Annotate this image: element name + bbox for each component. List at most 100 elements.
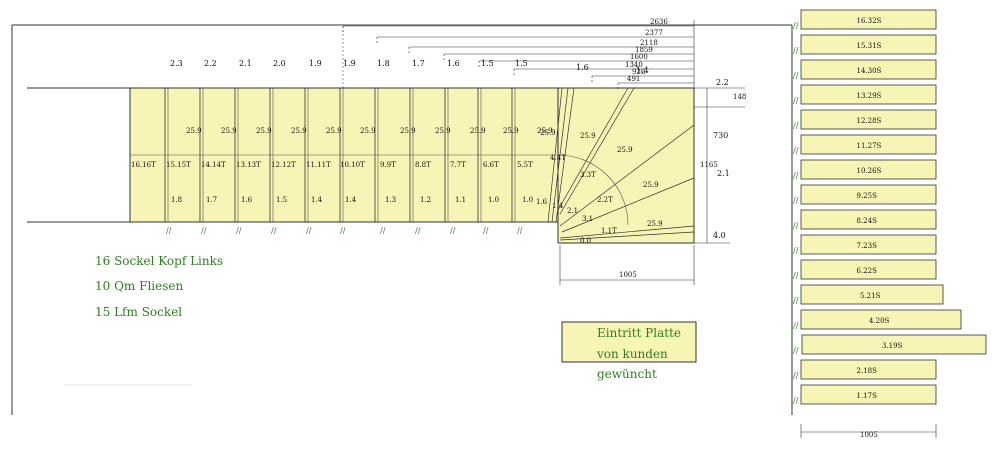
- side-green-mark: //: [793, 371, 799, 380]
- step-label-bottom: 1.6: [241, 196, 253, 204]
- winder-sub-3: 3.1: [582, 215, 593, 223]
- side-green-mark: //: [793, 96, 799, 105]
- side-board: [800, 159, 937, 180]
- side-green-mark: //: [793, 171, 799, 180]
- side-board: [800, 34, 937, 55]
- winder-line: [559, 225, 695, 239]
- winder-line: [559, 231, 695, 241]
- step-label-bottom: 1.3: [385, 196, 396, 204]
- side-board-label: 1.17S: [857, 392, 878, 400]
- step-label-top: 9.9T: [380, 161, 396, 169]
- side-board: [800, 359, 937, 380]
- winder-line: [557, 87, 629, 211]
- step-label-top: 14.14T: [201, 161, 226, 169]
- green-mark: //: [517, 226, 523, 235]
- top-label: 1.4: [636, 66, 649, 75]
- side-board: [800, 109, 937, 130]
- winder-tread-2: 25.9: [580, 132, 596, 140]
- step-label-bottom: 1.7: [206, 196, 217, 204]
- step-label-bottom: 1.8: [171, 196, 182, 204]
- side-board: [800, 309, 962, 330]
- box-line-3: gewüncht: [597, 367, 657, 381]
- walk-line-arc: [557, 154, 629, 226]
- side-board-label: 2.18S: [857, 367, 878, 375]
- side-green-mark: //: [793, 346, 799, 355]
- winder-tread-5: 25.9: [647, 220, 663, 228]
- winder-line: [561, 177, 695, 233]
- winder-line: [559, 124, 695, 227]
- top-label: 1.5: [481, 59, 494, 68]
- side-green-mark: //: [793, 121, 799, 130]
- green-mark: //: [236, 226, 242, 235]
- step-label-bottom: 1.2: [420, 196, 431, 204]
- green-mark: //: [415, 226, 421, 235]
- side-board-label: 6.22S: [857, 267, 878, 275]
- step-label-top: 12.12T: [271, 161, 296, 169]
- top-label: 2.0: [273, 59, 286, 68]
- step-tread: 25.9: [186, 127, 202, 135]
- winder-lines: [547, 87, 695, 243]
- top-dim-value: 926: [632, 68, 646, 76]
- step-label-top: 10.10T: [340, 161, 365, 169]
- side-dim-value: 1005: [860, 431, 878, 439]
- entry-plate-box: [561, 321, 697, 363]
- step-tread: 25.9: [470, 127, 486, 135]
- step-label-top: 13.13T: [236, 161, 261, 169]
- top-dim-value: 491: [627, 75, 640, 83]
- side-board: [800, 84, 937, 105]
- side-board: [800, 234, 937, 255]
- winder-label-3: 3.3T: [580, 171, 596, 179]
- top-label: 1.7: [412, 59, 425, 68]
- winder-line: [555, 87, 575, 223]
- side-green-mark: //: [793, 146, 799, 155]
- side-board-label: 4.20S: [869, 317, 890, 325]
- top-label: 1.6: [576, 63, 589, 72]
- side-green-mark: //: [793, 296, 799, 305]
- side-board: [800, 184, 937, 205]
- side-board-label: 10.26S: [857, 167, 882, 175]
- green-mark: //: [483, 226, 489, 235]
- side-board: [800, 209, 937, 230]
- step-label-bottom: 1.0: [522, 196, 533, 204]
- step-label-bottom: 1.0: [488, 196, 499, 204]
- side-green-mark: //: [793, 21, 799, 30]
- side-board-label: 11.27S: [857, 142, 882, 150]
- winder-line: [559, 87, 635, 215]
- step-label-top: 6.6T: [483, 161, 499, 169]
- winder-area: [557, 87, 695, 244]
- top-label: 1.9: [309, 59, 322, 68]
- step-label-top: 15.15T: [166, 161, 191, 169]
- winder-label-1: 1.1T: [601, 227, 617, 235]
- box-line-2: von kunden: [596, 347, 668, 361]
- side-green-mark: //: [793, 71, 799, 80]
- winder-label-2: 2.2T: [597, 196, 613, 204]
- green-mark: //: [271, 226, 277, 235]
- winder-sub-1: 1.4: [552, 202, 564, 210]
- green-mark: //: [340, 226, 346, 235]
- top-dim-value: 1600: [630, 53, 648, 61]
- side-board: [801, 334, 987, 355]
- step-tread: 25.9: [435, 127, 451, 135]
- top-dim-value: 1859: [635, 46, 653, 54]
- side-boards: 16.32S//15.31S//14.30S//13.29S//12.28S//…: [793, 9, 987, 405]
- step-label-top: 5.5T: [517, 161, 533, 169]
- note-3: 15 Lfm Sockel: [95, 305, 182, 319]
- step-tread: 25.9: [291, 127, 307, 135]
- step-tread: 25.9: [256, 127, 272, 135]
- winder-label-4: 4.4T: [550, 154, 566, 162]
- right-dim-c: 730: [713, 131, 728, 140]
- side-green-mark: //: [793, 321, 799, 330]
- step-label-top: 8.8T: [415, 161, 431, 169]
- winder-line: [547, 87, 563, 223]
- step-label-top: 11.11T: [306, 161, 331, 169]
- step-tread: 25.9: [221, 127, 237, 135]
- winder-tread-4: 25.9: [643, 181, 659, 189]
- side-board-label: 3.19S: [882, 342, 903, 350]
- step-label-bottom: 1.5: [276, 196, 287, 204]
- box-line-1: Eintritt Platte: [597, 326, 681, 340]
- step-tread: 25.9: [537, 127, 553, 135]
- top-dim-value: 1340: [625, 61, 643, 69]
- step-label-bottom: 1.1: [455, 196, 466, 204]
- side-board-label: 16.32S: [857, 17, 882, 25]
